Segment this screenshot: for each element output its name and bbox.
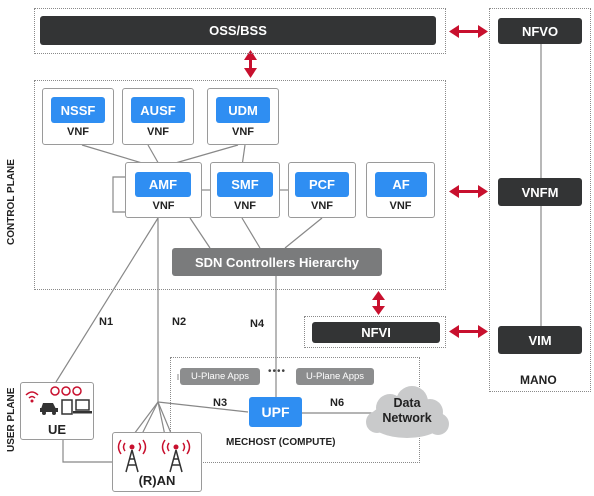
mano-container xyxy=(489,8,591,392)
uplane-apps-right-label: U-Plane Apps xyxy=(305,371,365,382)
amf-vnf: VNF xyxy=(152,200,175,212)
ran-towers-icon xyxy=(117,439,191,473)
mano-label: MANO xyxy=(520,373,557,387)
uplane-apps-right[interactable]: U-Plane Apps xyxy=(296,368,374,385)
ue-label: UE xyxy=(47,422,67,437)
ue-card[interactable]: UE xyxy=(20,382,94,440)
control-plane-label: CONTROL PLANE xyxy=(6,159,17,245)
apps-ellipsis: •••• xyxy=(268,366,287,377)
interface-n6: N6 xyxy=(330,397,345,409)
ausf-label: AUSF xyxy=(140,102,176,118)
smf-vnf: VNF xyxy=(234,200,256,212)
vim-box[interactable]: VIM xyxy=(498,326,582,354)
smf-card[interactable]: SMF VNF xyxy=(210,162,280,218)
af-vnf: VNF xyxy=(389,200,412,212)
data-network-cloud-icon[interactable] xyxy=(362,384,452,446)
interface-n4: N4 xyxy=(250,318,265,330)
ausf-card[interactable]: AUSF VNF xyxy=(122,88,194,145)
sdn-label: SDN Controllers Hierarchy xyxy=(195,254,359,270)
sdn-controllers-box[interactable]: SDN Controllers Hierarchy xyxy=(172,248,382,276)
amf-box: AMF xyxy=(135,172,191,197)
interface-n3: N3 xyxy=(213,397,228,409)
amf-card[interactable]: AMF VNF xyxy=(125,162,202,218)
uplane-apps-left-label: U-Plane Apps xyxy=(190,371,250,382)
data-network-line2: Network xyxy=(382,411,432,425)
red-arrows xyxy=(244,25,488,338)
pcf-label: PCF xyxy=(309,177,335,192)
af-card[interactable]: AF VNF xyxy=(366,162,435,218)
nfvo-label: NFVO xyxy=(521,23,559,39)
udm-vnf: VNF xyxy=(232,126,254,138)
ran-label: (R)AN xyxy=(138,473,176,488)
udm-box: UDM xyxy=(216,97,270,123)
nfvi-box[interactable]: NFVI xyxy=(312,322,440,343)
oss-bss-container xyxy=(34,8,446,54)
pcf-vnf: VNF xyxy=(311,200,333,212)
upf-label: UPF xyxy=(261,404,290,420)
pcf-card[interactable]: PCF VNF xyxy=(288,162,356,218)
ausf-box: AUSF xyxy=(131,97,185,123)
nfvi-container xyxy=(304,316,446,348)
ran-card[interactable]: (R)AN xyxy=(112,432,202,492)
uplane-apps-left[interactable]: U-Plane Apps xyxy=(180,368,260,385)
ue-devices-icon xyxy=(25,386,92,415)
interface-n1: N1 xyxy=(99,316,114,328)
nssf-card[interactable]: NSSF VNF xyxy=(42,88,114,145)
data-network-line1: Data xyxy=(393,396,421,410)
udm-card[interactable]: UDM VNF xyxy=(207,88,279,145)
user-plane-label: USER PLANE xyxy=(6,387,17,452)
interface-n2: N2 xyxy=(172,316,187,328)
upf-box[interactable]: UPF xyxy=(249,397,302,427)
vnfm-box[interactable]: VNFM xyxy=(498,178,582,206)
vnfm-label: VNFM xyxy=(521,184,559,200)
oss-bss-box[interactable]: OSS/BSS xyxy=(40,16,436,45)
nfvi-label: NFVI xyxy=(361,325,391,340)
oss-bss-label: OSS/BSS xyxy=(209,23,267,38)
amf-label: AMF xyxy=(148,177,178,192)
vim-label: VIM xyxy=(528,332,552,348)
af-box: AF xyxy=(375,172,427,197)
nssf-vnf: VNF xyxy=(67,126,89,138)
af-label: AF xyxy=(392,177,410,192)
ausf-vnf: VNF xyxy=(147,126,169,138)
data-network-label: Data Network xyxy=(372,396,442,426)
nfvo-box[interactable]: NFVO xyxy=(498,18,582,44)
nssf-label: NSSF xyxy=(60,102,96,118)
smf-box: SMF xyxy=(217,172,273,197)
nssf-box: NSSF xyxy=(51,97,105,123)
pcf-box: PCF xyxy=(295,172,349,197)
smf-label: SMF xyxy=(231,177,259,192)
udm-label: UDM xyxy=(228,102,258,118)
mechost-label: MECHOST (COMPUTE) xyxy=(226,437,336,448)
control-plane-container xyxy=(34,80,446,290)
